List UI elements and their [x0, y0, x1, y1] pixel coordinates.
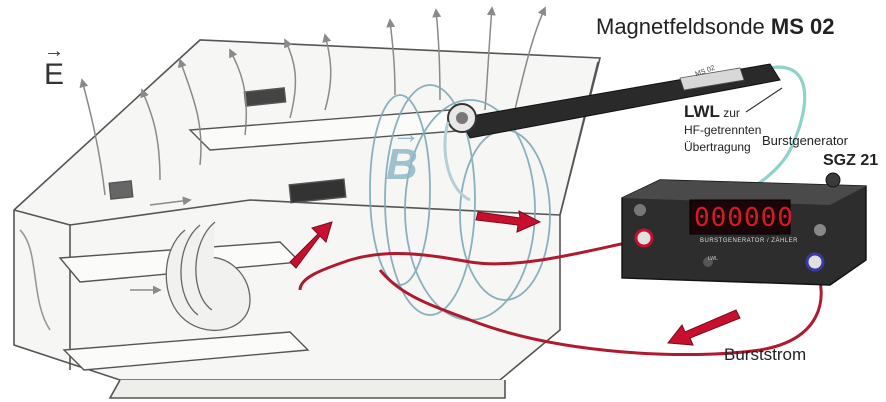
lwl-label: LWL zur HF-getrennten Übertragung [684, 103, 761, 156]
lwl-leader-line [745, 87, 783, 113]
b-field-symbol: → B [386, 118, 420, 190]
magnetic-probe [443, 63, 781, 202]
generator-panel-label: BURSTGENERATOR / ZÄHLER [700, 238, 798, 244]
burst-generator-device [621, 172, 867, 286]
e-field-symbol: → E [44, 40, 65, 92]
lwl-label-line2: HF-getrennten [684, 123, 762, 137]
b-field-letter: B [386, 140, 418, 189]
lwl-jack-label: LWL [708, 256, 718, 262]
lwl-label-zur: zur [719, 106, 740, 120]
lwl-label-line3: Übertragung [684, 140, 751, 154]
probe-title-model: MS 02 [770, 14, 835, 39]
circuit-boards [58, 87, 472, 371]
probe-title: Magnetfeldsonde MS 02 [596, 14, 835, 40]
burstgenerator-label: Burstgenerator [762, 133, 848, 148]
e-field-letter: E [44, 58, 65, 91]
generator-display: 000000 [694, 203, 794, 233]
burst-cables [298, 238, 823, 357]
burststrom-label: Burststrom [724, 345, 807, 364]
lwl-label-bold: LWL [684, 102, 720, 121]
probe-title-prefix: Magnetfeldsonde [596, 14, 771, 39]
current-arrows [289, 210, 741, 346]
vector-arrow-icon: → [44, 40, 64, 62]
sgz-model-label: SGZ 21 [823, 152, 879, 169]
vector-arrow-icon: → [392, 118, 420, 149]
ribbon-cable [165, 221, 251, 332]
